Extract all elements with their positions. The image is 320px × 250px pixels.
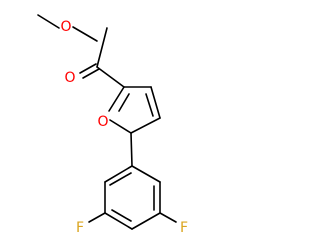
- bond-phenyl-inner-2: [111, 209, 132, 222]
- bond-phenyl-c4-c5: [131, 212, 161, 230]
- bond-furan-c2-double: [118, 93, 130, 112]
- atom-furan-oxygen: O: [97, 114, 108, 130]
- bond-furan-c3-c4: [150, 86, 161, 119]
- molecule-structure: O O O F F: [37, 14, 188, 236]
- atom-ester-ether-oxygen: O: [60, 19, 71, 35]
- bond-phenyl-c6-c1: [131, 165, 161, 183]
- bond-furan-c5-o: [109, 119, 132, 134]
- bond-c-fluorine-left: [88, 212, 106, 223]
- bond-carbonyl-double-2: [82, 68, 100, 79]
- bond-carbonyl-c-furan: [96, 66, 125, 88]
- bond-phenyl-c1-c2: [104, 165, 133, 183]
- bond-carbonyl-double-1: [79, 63, 97, 74]
- bond-o-carbonyl-c: [96, 27, 108, 68]
- bond-o-carbonyl-upper: [72, 26, 98, 42]
- bond-methyl-o: [37, 14, 60, 29]
- atom-fluorine-left: F: [76, 220, 84, 236]
- bond-furan-c3-c4-inner: [145, 93, 154, 117]
- atom-ester-carbonyl-oxygen: O: [64, 70, 75, 86]
- atom-fluorine-right: F: [180, 220, 188, 236]
- bond-furan-c4-c5: [130, 117, 161, 134]
- bond-c-fluorine-right: [159, 212, 177, 223]
- bond-phenyl-inner-1: [109, 172, 132, 186]
- bond-furan-o-c2: [108, 86, 125, 112]
- bond-furan-phenyl: [130, 132, 133, 167]
- bond-phenyl-c3-c4: [104, 212, 133, 230]
